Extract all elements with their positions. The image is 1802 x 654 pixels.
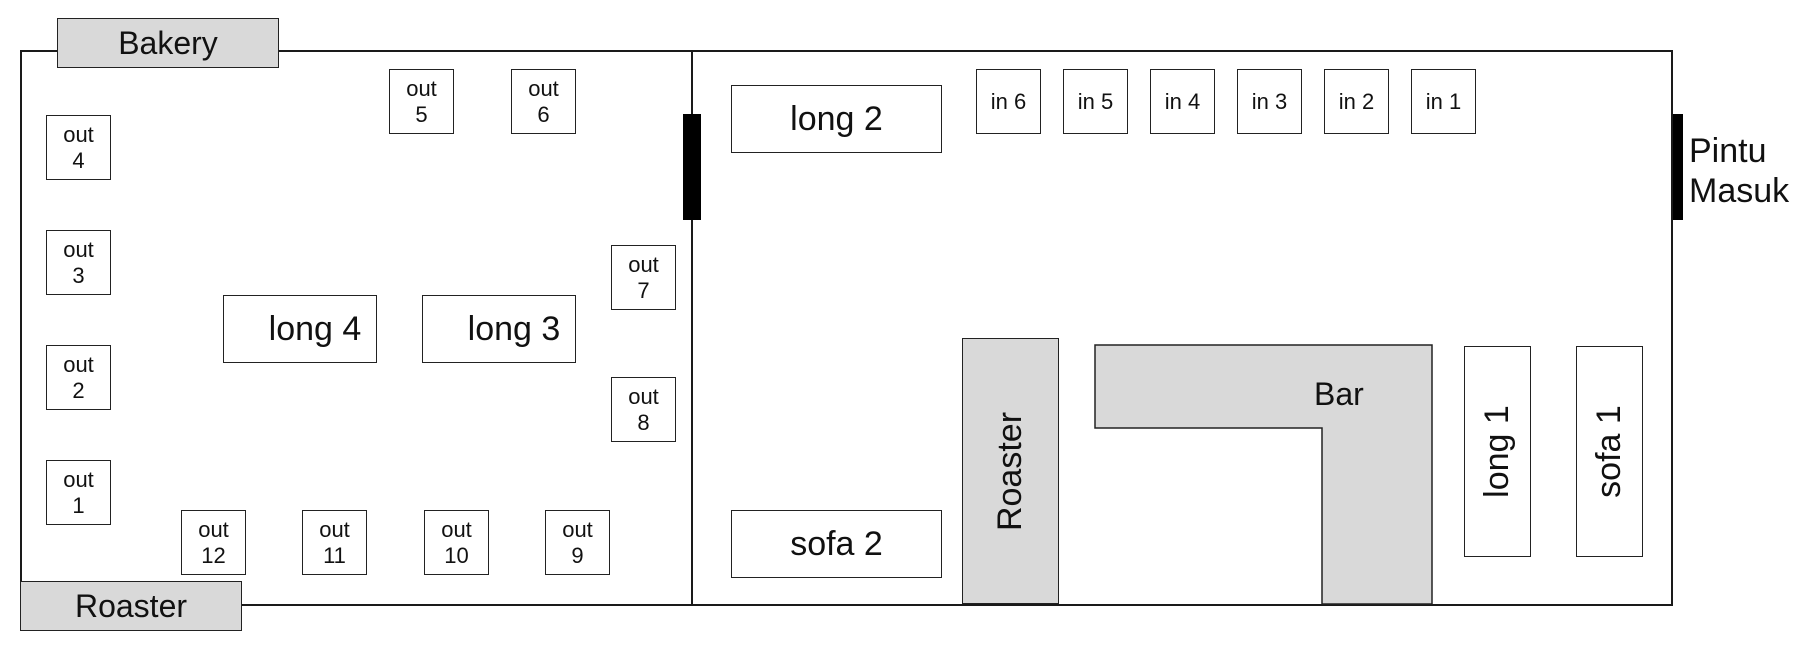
bar-counter — [1094, 344, 1433, 605]
table-out-3[interactable]: out 3 — [46, 230, 111, 295]
table-in-2[interactable]: in 2 — [1324, 69, 1389, 134]
table-in-5[interactable]: in 5 — [1063, 69, 1128, 134]
table-long-2[interactable]: long 2 — [731, 85, 942, 153]
table-out-7[interactable]: out 7 — [611, 245, 676, 310]
outer-wall-left — [20, 50, 22, 606]
roaster-fixture-label: Roaster — [991, 411, 1029, 531]
entrance-door — [1673, 114, 1683, 220]
outer-wall-top — [20, 50, 1673, 52]
table-long-4[interactable]: long 4 — [223, 295, 377, 363]
table-out-12[interactable]: out 12 — [181, 510, 246, 575]
table-out-9[interactable]: out 9 — [545, 510, 610, 575]
bakery-label: Bakery — [57, 18, 279, 68]
table-out-8[interactable]: out 8 — [611, 377, 676, 442]
outer-wall-bottom — [20, 604, 1673, 606]
table-out-11[interactable]: out 11 — [302, 510, 367, 575]
bar-label: Bar — [1314, 376, 1364, 412]
table-out-10[interactable]: out 10 — [424, 510, 489, 575]
entrance-label: Pintu Masuk — [1689, 132, 1790, 210]
table-out-2[interactable]: out 2 — [46, 345, 111, 410]
table-in-3[interactable]: in 3 — [1237, 69, 1302, 134]
outer-wall-right — [1671, 50, 1673, 606]
roaster-fixture: Roaster — [962, 338, 1059, 604]
table-long-1[interactable]: long 1 — [1464, 346, 1531, 557]
roaster-area-label: Roaster — [20, 581, 242, 631]
inner-door — [683, 114, 701, 220]
table-sofa-1-label: sofa 1 — [1590, 405, 1628, 498]
table-long-1-label: long 1 — [1478, 405, 1517, 498]
table-out-1[interactable]: out 1 — [46, 460, 111, 525]
divider-wall — [691, 50, 693, 606]
table-long-3[interactable]: long 3 — [422, 295, 576, 363]
table-out-4[interactable]: out 4 — [46, 115, 111, 180]
table-sofa-1[interactable]: sofa 1 — [1576, 346, 1643, 557]
table-out-5[interactable]: out 5 — [389, 69, 454, 134]
table-out-6[interactable]: out 6 — [511, 69, 576, 134]
table-in-4[interactable]: in 4 — [1150, 69, 1215, 134]
table-in-6[interactable]: in 6 — [976, 69, 1041, 134]
table-in-1[interactable]: in 1 — [1411, 69, 1476, 134]
table-sofa-2[interactable]: sofa 2 — [731, 510, 942, 578]
